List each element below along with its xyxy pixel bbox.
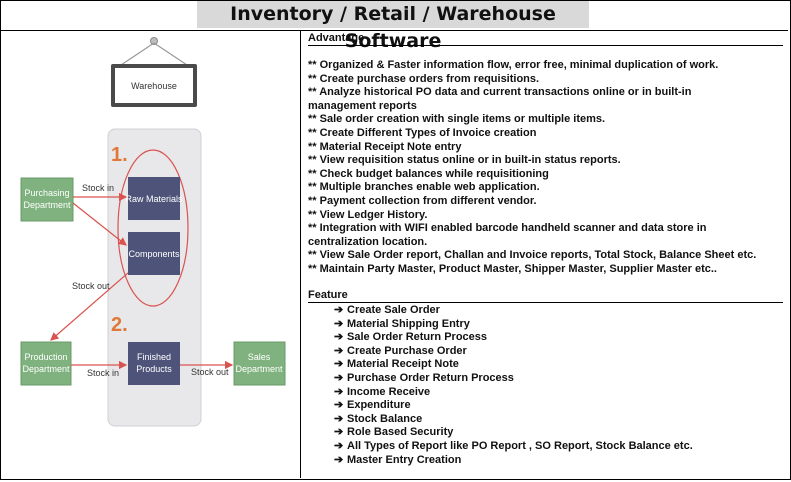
warehouse-sign-icon xyxy=(111,37,197,107)
advantage-item: centralization location. xyxy=(308,235,428,248)
advantage-item: ** Material Receipt Note entry xyxy=(308,140,462,153)
sales-department-line2: Department xyxy=(235,364,283,374)
advantage-item: ** Maintain Party Master, Product Master… xyxy=(308,262,717,275)
diagram-svg: Warehouse 1. 2. Purchasing Department Ra… xyxy=(20,37,286,427)
feature-item-label: Expenditure xyxy=(347,399,411,412)
advantage-item: ** Integration with WIFI enabled barcode… xyxy=(308,222,707,235)
arrow-right-icon: ➔ xyxy=(334,304,344,316)
production-department-line1: Production xyxy=(24,352,67,362)
components-label: Components xyxy=(128,249,180,259)
feature-item-label: Create Purchase Order xyxy=(347,344,467,357)
advantage-item: ** Create Different Types of Invoice cre… xyxy=(308,126,537,139)
warehouse-sign-label: Warehouse xyxy=(131,81,177,91)
feature-item: ➔All Types of Report like PO Report , SO… xyxy=(334,440,774,454)
feature-item: ➔Purchase Order Return Process xyxy=(334,372,774,386)
feature-heading: Feature xyxy=(308,289,348,301)
arrow-right-icon: ➔ xyxy=(334,331,344,344)
arrow-purchasing-to-components xyxy=(72,202,127,246)
feature-item: ➔Sale Order Return Process xyxy=(334,331,774,345)
feature-item: ➔Material Shipping Entry xyxy=(334,318,774,332)
feature-item-label: Sale Order Return Process xyxy=(347,331,488,344)
flow-label-stock-out-mid: Stock out xyxy=(72,281,110,291)
advantage-item: ** Check budget balances while requisiti… xyxy=(308,167,549,180)
sales-department-box xyxy=(233,341,286,386)
advantage-item: ** View Ledger History. xyxy=(308,208,428,221)
step-number-1: 1. xyxy=(111,144,128,166)
advantage-item: management reports xyxy=(308,99,417,112)
step-number-2: 2. xyxy=(111,314,128,336)
feature-item-label: Role Based Security xyxy=(347,426,454,439)
feature-rule xyxy=(308,302,783,303)
arrow-right-icon: ➔ xyxy=(334,371,344,384)
feature-list: ➔Create Sale Order ➔Material Shipping En… xyxy=(334,304,774,467)
arrow-right-icon: ➔ xyxy=(334,317,344,330)
feature-item-label: Purchase Order Return Process xyxy=(347,371,514,384)
feature-item: ➔Stock Balance xyxy=(334,413,774,427)
feature-item-label: Stock Balance xyxy=(347,412,423,425)
advantage-item: ** Payment collection from different ven… xyxy=(308,194,537,207)
advantage-item: ** Sale order creation with single items… xyxy=(308,113,606,126)
feature-item: ➔Create Sale Order xyxy=(334,304,774,318)
feature-item-label: Create Sale Order xyxy=(347,304,440,316)
production-department-box xyxy=(20,341,72,386)
advantage-rule xyxy=(308,45,783,46)
flow-label-stock-in-bottom: Stock in xyxy=(87,368,119,378)
inventory-group-ellipse xyxy=(117,149,189,307)
warehouse-flow-diagram: Warehouse 1. 2. Purchasing Department Ra… xyxy=(1,31,300,478)
arrow-right-icon: ➔ xyxy=(334,426,344,439)
feature-item: ➔Income Receive xyxy=(334,386,774,400)
sales-department-line1: Sales xyxy=(248,352,271,362)
feature-item-label: Master Entry Creation xyxy=(347,453,462,466)
advantage-item: ** Organized & Faster information flow, … xyxy=(308,59,719,71)
advantage-item: ** View Sale Order report, Challan and I… xyxy=(308,249,757,262)
title-background xyxy=(197,1,589,28)
finished-products-line2: Products xyxy=(136,364,172,374)
feature-item: ➔Expenditure xyxy=(334,399,774,413)
finished-products-box xyxy=(128,342,180,385)
arrow-right-icon: ➔ xyxy=(334,358,344,371)
advantage-item: ** View requisition status online or in … xyxy=(308,154,621,167)
purchasing-department-line1: Purchasing xyxy=(24,188,69,198)
page-title: Inventory / Retail / Warehouse Software xyxy=(230,3,556,52)
advantage-item: ** Analyze historical PO data and curren… xyxy=(308,86,692,99)
arrow-right-icon: ➔ xyxy=(334,344,344,357)
feature-item: ➔Master Entry Creation xyxy=(334,454,774,468)
advantage-item: ** Multiple branches enable web applicat… xyxy=(308,181,540,194)
feature-item-label: All Types of Report like PO Report , SO … xyxy=(347,439,693,452)
components-box xyxy=(128,232,180,275)
finished-products-line1: Finished xyxy=(137,352,171,362)
details-column: Advantage ** Organized & Faster informat… xyxy=(308,31,783,476)
production-department-line2: Department xyxy=(22,364,70,374)
arrow-right-icon: ➔ xyxy=(334,412,344,425)
feature-item: ➔Create Purchase Order xyxy=(334,345,774,359)
advantage-heading: Advantage xyxy=(308,32,365,44)
flow-label-stock-in-top: Stock in xyxy=(82,183,114,193)
feature-item: ➔Role Based Security xyxy=(334,426,774,440)
feature-item: ➔Material Receipt Note xyxy=(334,358,774,372)
raw-materials-box xyxy=(128,177,180,220)
arrow-right-icon: ➔ xyxy=(334,385,344,398)
arrow-right-icon: ➔ xyxy=(334,439,344,452)
feature-item-label: Material Receipt Note xyxy=(347,358,459,371)
advantage-item: ** Create purchase orders from requisiti… xyxy=(308,72,540,85)
arrow-right-icon: ➔ xyxy=(334,453,344,466)
raw-materials-label: Raw Materials xyxy=(125,194,183,204)
arrow-right-icon: ➔ xyxy=(334,399,344,412)
purchasing-department-box xyxy=(20,177,74,222)
purchasing-department-line2: Department xyxy=(23,200,71,210)
arrow-components-to-production xyxy=(50,272,129,341)
feature-item-label: Income Receive xyxy=(347,385,431,398)
advantage-list: ** Organized & Faster information flow, … xyxy=(308,59,783,277)
column-divider xyxy=(300,30,301,478)
feature-item-label: Material Shipping Entry xyxy=(347,317,470,330)
flow-label-stock-out-bottom: Stock out xyxy=(191,367,229,377)
